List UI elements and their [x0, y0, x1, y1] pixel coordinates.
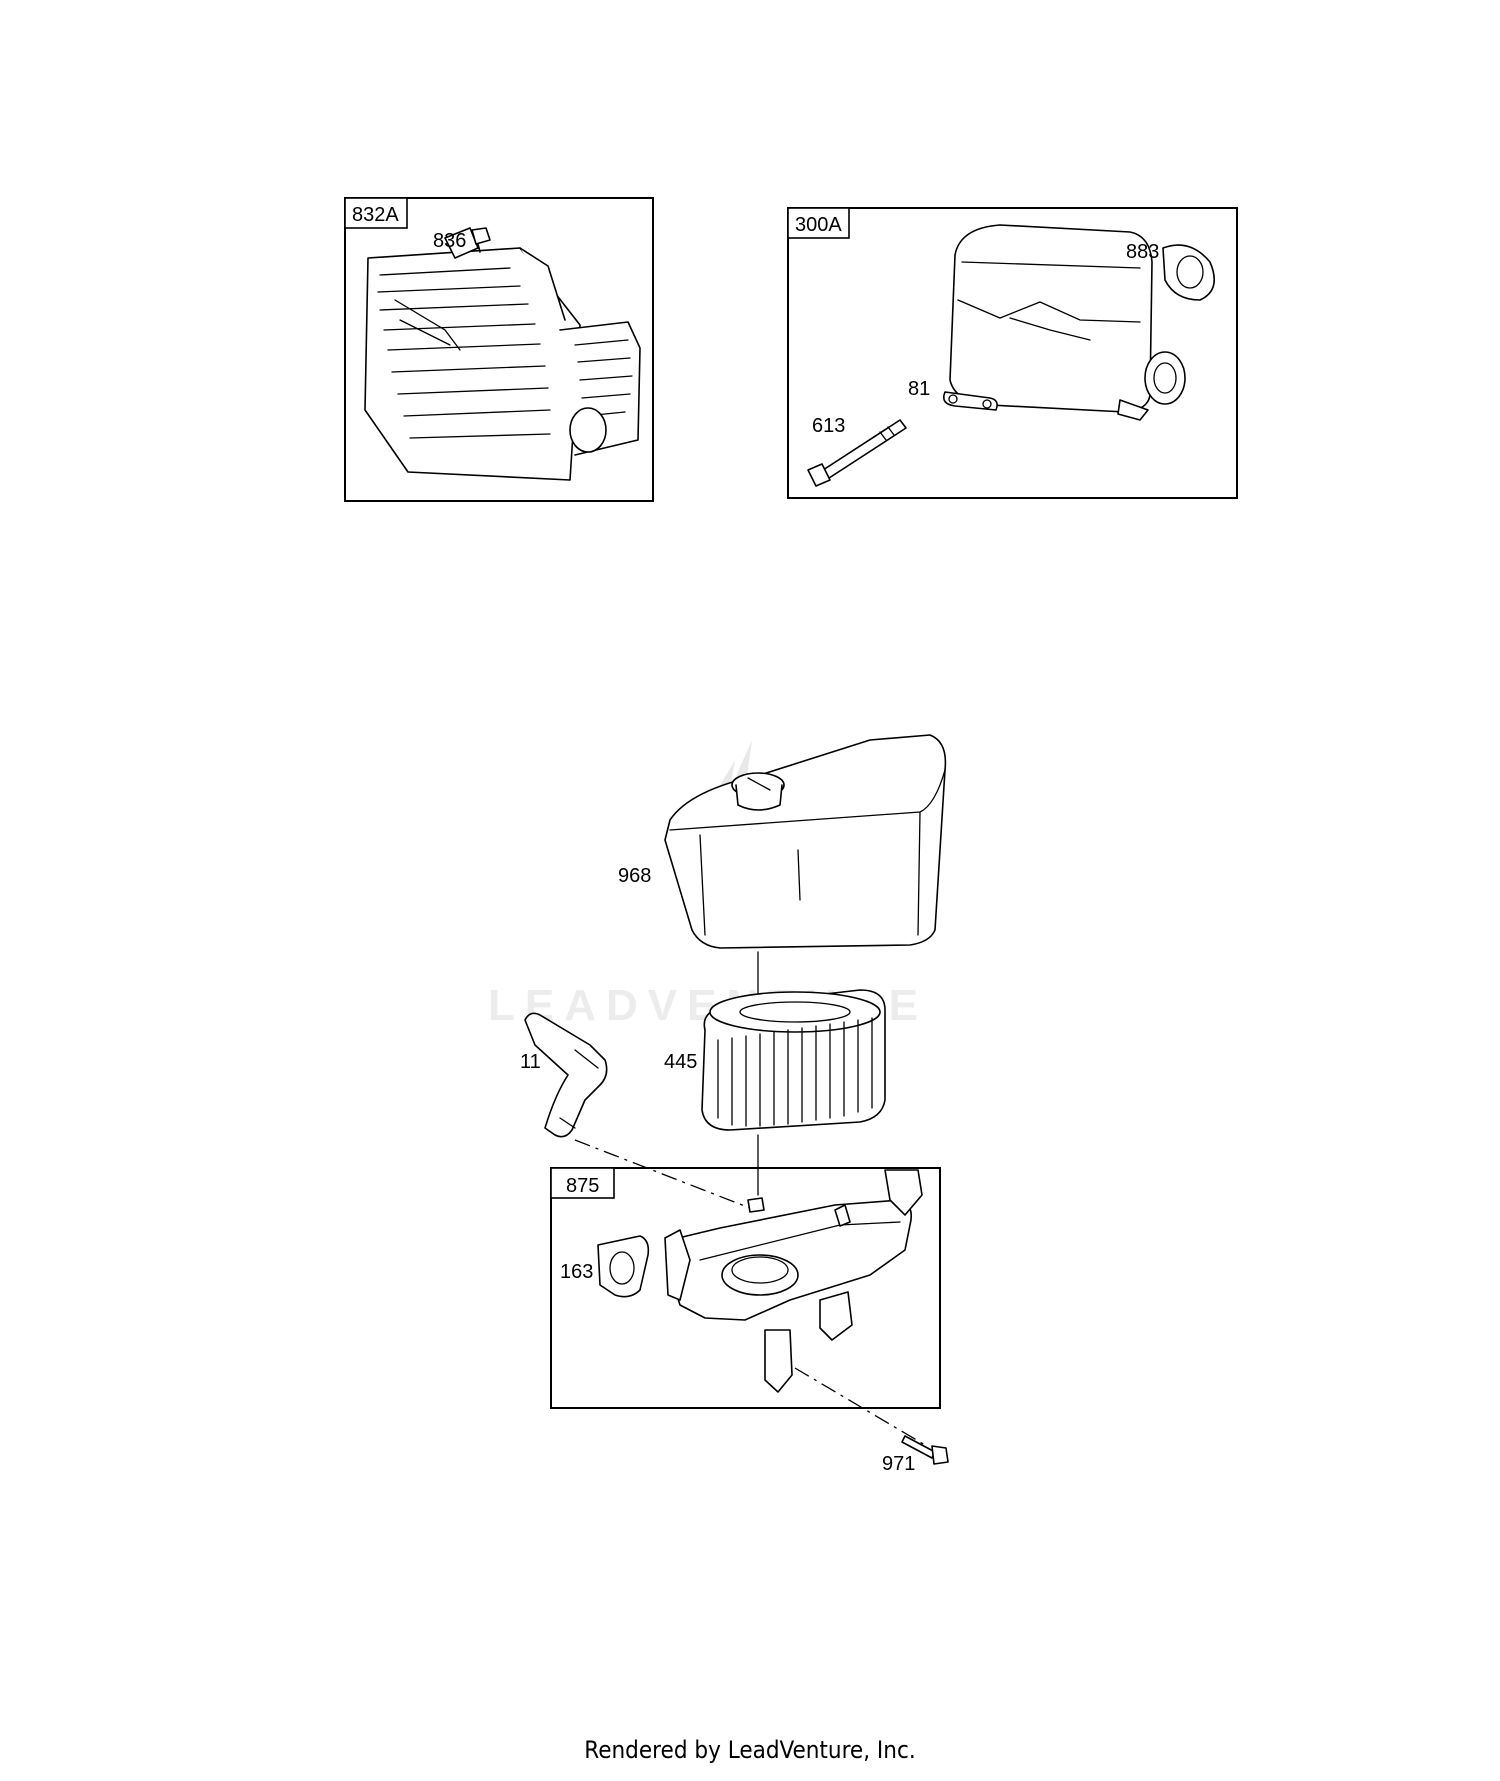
group-875-tag-box [550, 1167, 615, 1199]
callout-968: 968 [618, 865, 651, 887]
filter-445-drawing [701, 989, 886, 1131]
callout-971: 971 [882, 1453, 915, 1475]
gasket-163-drawing [597, 1235, 650, 1298]
nipple-drawing [747, 1197, 765, 1213]
group-832a: 832A 836 [344, 197, 654, 502]
group-832a-tag-box [344, 197, 408, 229]
bolt-971-drawing [901, 1435, 949, 1465]
callout-836: 836 [433, 230, 466, 252]
callout-613: 613 [812, 415, 845, 437]
muffler-drawing [949, 224, 1186, 421]
footer-credit: Rendered by LeadVenture, Inc. [584, 1736, 915, 1764]
leader-11 [574, 1139, 756, 1211]
group-875: 875 163 [550, 1167, 941, 1409]
tube-11-drawing [524, 1012, 608, 1138]
callout-163: 163 [560, 1261, 593, 1283]
callout-81: 81 [908, 378, 930, 400]
lockplate-81-drawing [942, 391, 998, 411]
callout-445: 445 [664, 1051, 697, 1073]
group-300a-frame [787, 207, 1238, 499]
leader-971 [794, 1367, 926, 1446]
group-300a: 300A 883 81 613 [787, 207, 1238, 499]
group-875-tag: 875 [566, 1175, 599, 1197]
cover-968-drawing [664, 734, 947, 949]
base-875-drawing [664, 1169, 923, 1393]
gasket-883-drawing [1162, 244, 1216, 301]
callout-883: 883 [1126, 241, 1159, 263]
callout-11: 11 [520, 1051, 541, 1073]
group-832a-frame [344, 197, 654, 502]
bolt-613-drawing [807, 419, 907, 487]
group-300a-tag: 300A [795, 214, 842, 236]
group-300a-tag-box [787, 207, 850, 239]
muffler-guard-drawing [364, 227, 641, 481]
group-875-frame [550, 1167, 941, 1409]
screw-836-icon [471, 227, 491, 253]
group-832a-tag: 832A [352, 204, 399, 226]
